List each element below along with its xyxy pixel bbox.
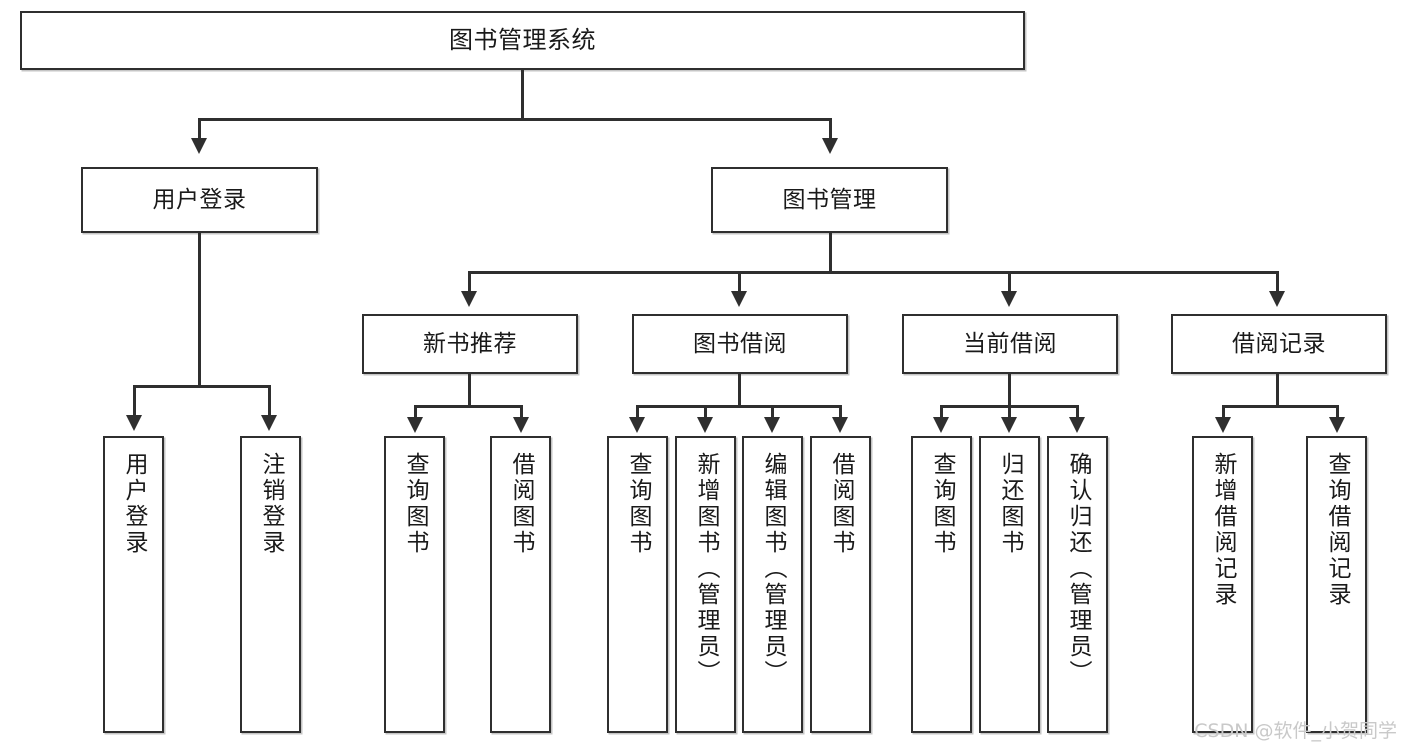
- connector-root-stem: [521, 70, 524, 118]
- node-label: 用户登录: [121, 452, 147, 556]
- node-leaf-logout[interactable]: 注销登录: [240, 436, 301, 733]
- connector-borrow-record-bar: [1222, 405, 1338, 408]
- node-leaf-query-book-2[interactable]: 查询图书: [607, 436, 668, 733]
- arrow-to-book-borrow: [731, 291, 747, 307]
- arrow-current-borrow-leaf-3: [1069, 417, 1085, 433]
- connector-level3-bar: [468, 271, 1278, 274]
- connector-new-book-rec-stem: [468, 374, 471, 405]
- connector-user-login-stem: [198, 233, 201, 385]
- arrow-book-borrow-leaf-1: [629, 417, 645, 433]
- connector-to-book-manage: [829, 118, 832, 140]
- connector-current-borrow-leaf-1: [940, 405, 943, 419]
- arrow-to-new-book-rec: [461, 291, 477, 307]
- arrow-borrow-record-leaf-1: [1215, 417, 1231, 433]
- connector-borrow-record-leaf-2: [1336, 405, 1339, 419]
- node-user-login[interactable]: 用户登录: [81, 167, 318, 233]
- node-leaf-user-login[interactable]: 用户登录: [103, 436, 164, 733]
- node-label: 新书推荐: [423, 330, 517, 357]
- connector-book-borrow-leaf-2: [704, 405, 707, 419]
- connector-book-borrow-stem: [738, 374, 741, 405]
- connector-current-borrow-leaf-3: [1076, 405, 1079, 419]
- arrow-new-book-rec-leaf-2: [513, 417, 529, 433]
- connector-to-user-login: [198, 118, 201, 140]
- arrow-borrow-record-leaf-2: [1329, 417, 1345, 433]
- arrow-user-login-leaf-1: [126, 415, 142, 431]
- connector-user-login-leaf-2: [268, 385, 271, 417]
- connector-to-borrow-record: [1276, 271, 1279, 293]
- node-label: 借阅图书: [828, 452, 854, 556]
- connector-book-borrow-bar: [636, 405, 841, 408]
- node-label: 编辑图书（管理员）: [760, 452, 786, 686]
- connector-to-new-book-rec: [468, 271, 471, 293]
- connector-new-book-rec-leaf-2: [520, 405, 523, 419]
- connector-book-borrow-leaf-1: [636, 405, 639, 419]
- node-leaf-confirm-return[interactable]: 确认归还（管理员）: [1047, 436, 1108, 733]
- node-label: 当前借阅: [963, 330, 1057, 357]
- node-label: 图书借阅: [693, 330, 787, 357]
- node-label: 借阅图书: [508, 452, 534, 556]
- connector-current-borrow-leaf-2: [1008, 405, 1011, 419]
- arrow-current-borrow-leaf-2: [1001, 417, 1017, 433]
- connector-new-book-rec-bar: [414, 405, 522, 408]
- arrow-to-book-manage: [822, 138, 838, 154]
- connector-book-manage-stem: [829, 233, 832, 271]
- connector-to-book-borrow: [738, 271, 741, 293]
- node-label: 注销登录: [258, 452, 284, 556]
- connector-current-borrow-stem: [1008, 374, 1011, 405]
- node-root-system[interactable]: 图书管理系统: [20, 11, 1025, 70]
- arrow-book-borrow-leaf-2: [697, 417, 713, 433]
- node-label: 用户登录: [152, 186, 247, 213]
- arrow-to-current-borrow: [1001, 291, 1017, 307]
- connector-level2-bar: [198, 118, 831, 121]
- node-label: 新增借阅记录: [1210, 452, 1236, 608]
- connector-new-book-rec-leaf-1: [414, 405, 417, 419]
- node-leaf-edit-book[interactable]: 编辑图书（管理员）: [742, 436, 803, 733]
- arrow-new-book-rec-leaf-1: [407, 417, 423, 433]
- connector-borrow-record-leaf-1: [1222, 405, 1225, 419]
- node-label: 查询图书: [625, 452, 651, 556]
- connector-book-borrow-leaf-3: [771, 405, 774, 419]
- node-leaf-query-book-3[interactable]: 查询图书: [911, 436, 972, 733]
- node-leaf-query-record[interactable]: 查询借阅记录: [1306, 436, 1367, 733]
- arrow-user-login-leaf-2: [261, 415, 277, 431]
- arrow-to-borrow-record: [1269, 291, 1285, 307]
- node-leaf-add-record[interactable]: 新增借阅记录: [1192, 436, 1253, 733]
- connector-book-borrow-leaf-4: [839, 405, 842, 419]
- node-book-borrow[interactable]: 图书借阅: [632, 314, 848, 374]
- node-label: 查询图书: [402, 452, 428, 556]
- connector-user-login-bar: [133, 385, 270, 388]
- node-label: 借阅记录: [1232, 330, 1326, 357]
- node-leaf-return-book[interactable]: 归还图书: [979, 436, 1040, 733]
- arrow-book-borrow-leaf-3: [764, 417, 780, 433]
- node-book-manage[interactable]: 图书管理: [711, 167, 948, 233]
- node-label: 归还图书: [997, 452, 1023, 556]
- node-label: 图书管理系统: [449, 25, 596, 54]
- node-leaf-borrow-book-2[interactable]: 借阅图书: [810, 436, 871, 733]
- watermark: CSDN @软件_小贺同学: [1194, 720, 1397, 742]
- node-label: 确认归还（管理员）: [1065, 452, 1091, 686]
- node-label: 新增图书（管理员）: [693, 452, 719, 686]
- node-new-book-rec[interactable]: 新书推荐: [362, 314, 578, 374]
- node-label: 查询借阅记录: [1324, 452, 1350, 608]
- node-leaf-add-book[interactable]: 新增图书（管理员）: [675, 436, 736, 733]
- node-leaf-borrow-book-1[interactable]: 借阅图书: [490, 436, 551, 733]
- connector-to-current-borrow: [1008, 271, 1011, 293]
- arrow-to-user-login: [191, 138, 207, 154]
- node-current-borrow[interactable]: 当前借阅: [902, 314, 1118, 374]
- node-label: 图书管理: [782, 186, 877, 213]
- connector-borrow-record-stem: [1276, 374, 1279, 405]
- node-leaf-query-book-1[interactable]: 查询图书: [384, 436, 445, 733]
- arrow-book-borrow-leaf-4: [832, 417, 848, 433]
- connector-user-login-leaf-1: [133, 385, 136, 417]
- node-label: 查询图书: [929, 452, 955, 556]
- arrow-current-borrow-leaf-1: [933, 417, 949, 433]
- node-borrow-record[interactable]: 借阅记录: [1171, 314, 1387, 374]
